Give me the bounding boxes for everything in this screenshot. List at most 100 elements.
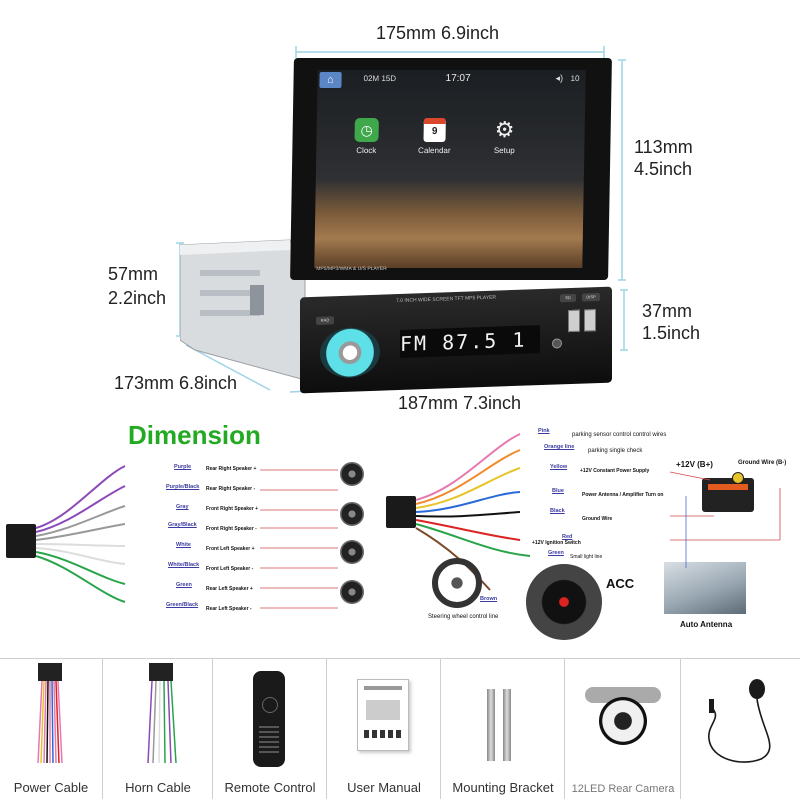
auto-antenna-image [664, 562, 746, 614]
wire-color-white-black: White/Black [168, 562, 200, 568]
faceplate-title: 7.0 INCH WIDE SCREEN TFT MP5 PLAYER [396, 294, 497, 305]
battery-plus-label: +12V (B+) [676, 460, 713, 469]
mounting-bracket-icon [503, 689, 511, 761]
accessory-horn-cable: Horn Cable [102, 659, 213, 799]
wire-color-green-black: Green/Black [166, 602, 199, 608]
body-height-mm-label: 57mm [108, 264, 159, 284]
wire-purpose-parking-check: parking single check [588, 448, 643, 454]
screen-bottom-text: MP5/MP3/WMA & U/S PLAYER [316, 266, 387, 272]
wiring-diagram-panel: Dimension Purple Rear Right Speaker + Pu… [0, 418, 800, 654]
app-label: Setup [493, 146, 515, 155]
accessory-label: Horn Cable [125, 780, 191, 795]
ignition-switch-icon [526, 564, 602, 640]
usb-port-1[interactable] [568, 309, 580, 333]
face-height-mm-label: 37mm [642, 301, 693, 321]
app-label: Calendar [418, 146, 451, 155]
wire-purpose-parking-sensor: parking sensor control control wires [572, 432, 667, 438]
antenna-label: Auto Antenna [680, 620, 733, 629]
screen-height-in-label: 4.5inch [634, 159, 693, 179]
mounting-bracket-icon [487, 689, 495, 761]
accessories-panel: Power Cable Horn Cable Remote Control Us… [0, 658, 800, 801]
diagram-title: Dimension [128, 420, 261, 450]
acc-label: ACC [606, 576, 635, 591]
accessory-microphone [680, 659, 800, 799]
accessory-label: 12LED Rear Camera [571, 783, 675, 795]
body-height-in-label: 2.2inch [108, 288, 167, 308]
wire-purpose-steering: Steering wheel control line [428, 614, 499, 620]
home-icon: ⌂ [327, 74, 334, 86]
speaker-icon [340, 502, 364, 526]
usb-port-2[interactable] [584, 309, 596, 332]
wire-color-gray: Gray [176, 504, 189, 510]
rad-button[interactable]: RAD [316, 316, 334, 325]
power-harness [386, 433, 531, 591]
accessory-label: Power Cable [13, 780, 89, 795]
sd-button[interactable]: SD [560, 293, 576, 303]
status-date: 02M 15D [363, 74, 397, 83]
app-calendar[interactable]: 9 Calendar [412, 118, 457, 155]
calendar-icon: 9 [423, 118, 446, 142]
wire-purpose-rear-left-plus: Rear Left Speaker + [206, 586, 253, 592]
remote-control-icon [253, 671, 285, 767]
depth-label: 173mm 6.8inch [114, 373, 238, 393]
aux-port[interactable] [552, 338, 562, 349]
gear-icon: ⚙ [494, 117, 515, 142]
wire-color-purple-black: Purple/Black [166, 484, 200, 490]
wire-purpose-front-right-minus: Front Right Speaker - [206, 526, 257, 532]
speaker-icon [340, 580, 364, 604]
steering-wheel-icon [432, 558, 482, 608]
battery-ground-label: Ground Wire (B-) [738, 460, 787, 466]
rear-camera-lens [599, 697, 647, 745]
product-dimensions-panel: 175mm 6.9inch 113mm 4.5inch 57mm 2.2inch… [108, 23, 700, 413]
disp-button[interactable]: DISP [582, 292, 600, 302]
speaker-icon [340, 462, 364, 486]
wire-purpose-constant-power: +12V Constant Power Supply [580, 468, 650, 474]
status-volume: 10 [570, 74, 580, 83]
wire-color-green: Green [176, 582, 192, 588]
app-label: Clock [356, 146, 377, 155]
wire-color-yellow: Yellow [550, 464, 568, 470]
status-time: 17:07 [445, 73, 471, 84]
home-button[interactable]: ⌂ [319, 72, 342, 88]
faceplate: 7.0 INCH WIDE SCREEN TFT MP5 PLAYER RAD … [300, 286, 612, 394]
wire-color-blue: Blue [552, 488, 564, 494]
wire-color-green-power: Green [548, 550, 564, 556]
wire-purpose-rear-left-minus: Rear Left Speaker - [206, 606, 252, 612]
wire-color-purple: Purple [174, 464, 192, 470]
wire-purpose-small-light: Small light line [570, 554, 603, 560]
accessory-remote-control: Remote Control [212, 659, 327, 799]
volume-icon: ◂) [555, 73, 564, 83]
popup-screen-frame: ⌂ 02M 15D 17:07 ◂) 10 ◷ Clock 9 Calendar… [290, 58, 612, 280]
wire-purpose-front-left-plus: Front Left Speaker + [206, 546, 255, 552]
horn-cable-icon [147, 663, 177, 764]
width-top-label: 175mm 6.9inch [376, 23, 500, 43]
wire-purpose-antenna: Power Antenna / Amplifier Turn on [582, 492, 664, 498]
accessory-label: User Manual [347, 780, 421, 795]
battery-icon [702, 472, 754, 512]
wire-color-red: Red [562, 534, 573, 540]
accessory-user-manual: User Manual [326, 659, 441, 799]
accessory-label: Remote Control [224, 780, 316, 795]
wire-color-white: White [176, 542, 191, 548]
volume-knob[interactable] [320, 326, 380, 379]
wire-purpose-front-right-plus: Front Right Speaker + [206, 506, 259, 512]
microphone-icon [708, 679, 771, 763]
wire-color-pink: Pink [538, 428, 550, 434]
wire-color-gray-black: Gray/Black [168, 522, 197, 528]
stereo-chassis [180, 239, 306, 381]
screen-display[interactable]: ⌂ 02M 15D 17:07 ◂) 10 ◷ Clock 9 Calendar… [314, 70, 586, 268]
wire-color-black: Black [550, 508, 565, 514]
app-clock[interactable]: ◷ Clock [344, 118, 389, 155]
app-setup[interactable]: ⚙ Setup [482, 117, 527, 155]
wire-color-orange: Orange line [544, 444, 575, 450]
accessory-mounting-bracket: Mounting Bracket [440, 659, 565, 799]
speaker-icon [340, 540, 364, 564]
accessory-label: Mounting Bracket [452, 780, 554, 795]
lcd-display: FM 87.5 1 [400, 325, 540, 358]
clock-icon: ◷ [354, 118, 379, 142]
wire-purpose-rear-right-plus: Rear Right Speaker + [206, 466, 257, 472]
speaker-connections [260, 469, 338, 609]
screen-height-mm-label: 113mm [634, 137, 693, 157]
face-width-label: 187mm 7.3inch [398, 393, 522, 413]
wire-color-brown: Brown [480, 596, 498, 602]
